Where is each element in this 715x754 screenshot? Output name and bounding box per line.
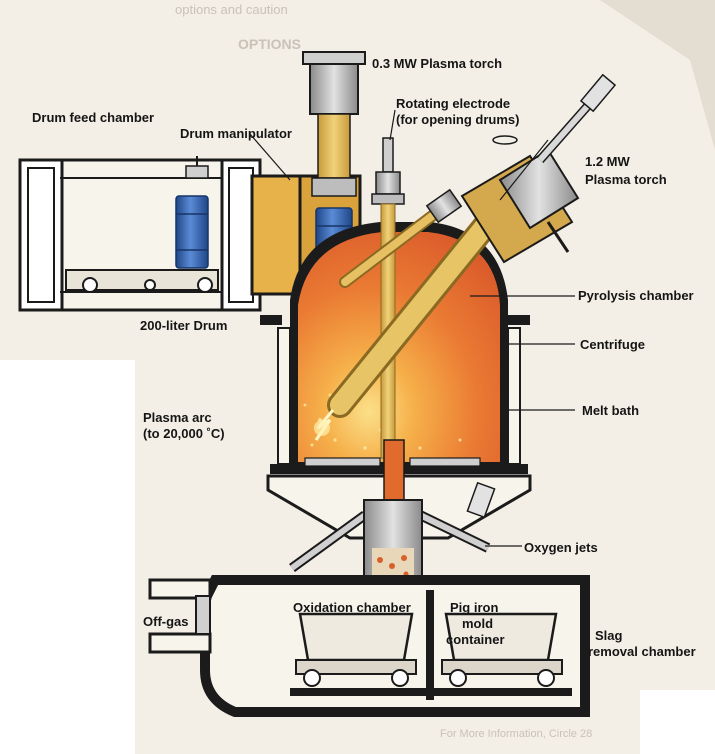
plasma-torch-small [302,51,366,197]
leader-lines [249,109,575,547]
label-plasma-torch-large-sub: Plasma torch [585,172,667,187]
plasma-torch-large [327,73,617,418]
white-margin-right [640,690,715,754]
bg-caption: options and caution [175,2,288,17]
label-plasma-torch-small: 0.3 MW Plasma torch [372,56,503,71]
label-pig-iron-container: container [446,632,505,647]
drum-feed-chamber [18,158,262,312]
label-rotating-electrode-sub: (for opening drums) [396,112,520,127]
label-rotating-electrode: Rotating electrode [396,96,511,111]
electrode-arm [339,188,463,288]
pig-iron-cart [441,612,563,687]
lower-cone [266,439,532,540]
label-centrifuge: Centrifuge [580,337,645,352]
bg-options-heading: OPTIONS [238,36,302,52]
oxidation-cart [295,612,417,687]
label-melt-bath: Melt bath [582,403,640,418]
label-pyrolysis-chamber: Pyrolysis chamber [578,288,694,303]
label-pig-iron-mold: mold [462,616,494,631]
label-plasma-arc: Plasma arc [143,410,212,425]
label-slag: Slag [595,628,623,643]
drum-in-feed-chamber [175,195,209,269]
label-off-gas: Off-gas [143,614,189,629]
feed-chamber-valve [185,156,209,179]
label-oxidation-chamber: Oxidation chamber [293,600,411,615]
plasma-arc [314,409,335,441]
oxygen-jet-left [289,510,368,573]
label-drum-manipulator: Drum manipulator [180,126,292,141]
label-slag-removal-chamber: removal chamber [588,644,696,659]
label-pig-iron: Pig iron [450,600,499,615]
label-plasma-torch-large: 1.2 MW [585,154,630,169]
corner-shade [600,0,715,150]
oxygen-jet-right [417,510,491,553]
white-margin-left [0,360,135,754]
label-drum-200-liter: 200-liter Drum [140,318,228,333]
label-oxygen-jets: Oxygen jets [524,540,598,555]
label-drum-feed-chamber: Drum feed chamber [32,110,155,125]
bg-footer-note: For More Information, Circle 28 [440,728,593,740]
label-plasma-arc-temp: (to 20,000 ˚C) [143,426,225,441]
